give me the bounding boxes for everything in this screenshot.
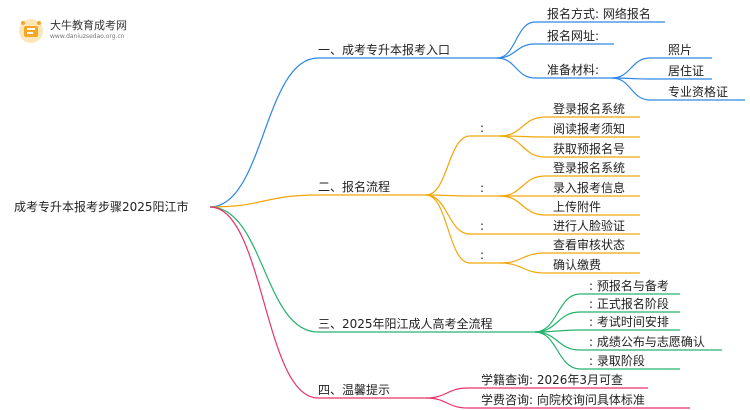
group-4-label: :: [480, 248, 485, 262]
connector-b1-item-1: [496, 21, 536, 59]
branch-4-label: 四、温馨提示: [318, 383, 391, 397]
connector-b1-item-3: [496, 57, 536, 79]
root-node: 成考专升本报考步骤2025阳江市: [14, 200, 189, 214]
connector-stage-3: [534, 331, 581, 351]
connector-stage-4: [534, 331, 581, 370]
connector-group-3: [425, 194, 471, 264]
connector-root-branch-3: [209, 206, 319, 333]
step-enter-info: 录入报考信息: [553, 181, 626, 195]
tip-status-query: 学籍查询: 2026年3月可查: [481, 373, 624, 387]
group-1-label: :: [480, 121, 485, 135]
connector-material-0: [611, 57, 651, 79]
tip-tuition: 学费咨询: 向院校询问具体标准: [481, 393, 645, 407]
branch-3-label: 三、2025年阳江成人高考全流程: [318, 317, 493, 331]
site-logo: 大牛教育成考网 www.daniuzsedao.org.cn: [18, 16, 136, 46]
connector-root-branch-4: [209, 206, 319, 399]
logo-url: www.daniuzsedao.org.cn: [50, 33, 125, 40]
connector-step-3-0: [499, 252, 546, 264]
stage-admission: : 录取阶段: [589, 354, 645, 368]
connector-root-branch-2: [209, 194, 319, 208]
connector-material-2: [611, 77, 651, 101]
connector-root-branch-1: [209, 57, 319, 208]
connector-tip-1: [425, 397, 469, 409]
logo-title: 大牛教育成考网: [50, 19, 127, 32]
group-3-label: :: [480, 219, 485, 233]
connector-step-0-2: [499, 135, 546, 158]
step-login-2: 登录报名系统: [553, 161, 626, 175]
branch-1-item-2: 报名网址:: [547, 29, 600, 43]
step-check-status: 查看审核状态: [553, 238, 626, 252]
step-login-1: 登录报名系统: [553, 102, 626, 116]
branch-1-label: 一、成考专升本报考入口: [318, 43, 451, 57]
connector-step-1-2: [499, 195, 546, 216]
branch-2-label: 二、报名流程: [318, 180, 391, 194]
step-read-notice: 阅读报考须知: [553, 122, 626, 136]
group-2-label: :: [480, 181, 485, 195]
material-residence-permit: 居住证: [668, 64, 705, 78]
connector-step-1-0: [499, 175, 546, 197]
step-pay: 确认缴费: [553, 258, 602, 272]
connector-group-2: [425, 194, 471, 235]
branch-1-item-3: 准备材料:: [547, 63, 600, 77]
branch-1-item-1: 报名方式: 网络报名: [547, 7, 651, 21]
connector-group-1: [425, 194, 471, 197]
connector-step-0-0: [499, 116, 546, 137]
book-logo-icon: [19, 19, 43, 43]
connector-b1-item-2: [496, 43, 536, 59]
connector-group-0: [425, 135, 471, 196]
connector-tip-0: [425, 387, 469, 399]
material-photo: 照片: [668, 43, 693, 57]
connector-step-3-1: [499, 262, 546, 274]
connector-stage-1: [534, 311, 581, 333]
step-face-verify: 进行人脸验证: [553, 219, 626, 233]
material-qualification: 专业资格证: [668, 85, 729, 99]
stage-formal-reg: : 正式报名阶段: [589, 297, 669, 311]
stage-exam-time: : 考试时间安排: [589, 315, 669, 329]
stage-prereg: : 预报名与备考: [589, 279, 669, 293]
step-get-number: 获取预报名号: [553, 142, 626, 156]
step-upload: 上传附件: [553, 200, 602, 214]
stage-scores: : 成绩公布与志愿确认: [589, 335, 705, 349]
